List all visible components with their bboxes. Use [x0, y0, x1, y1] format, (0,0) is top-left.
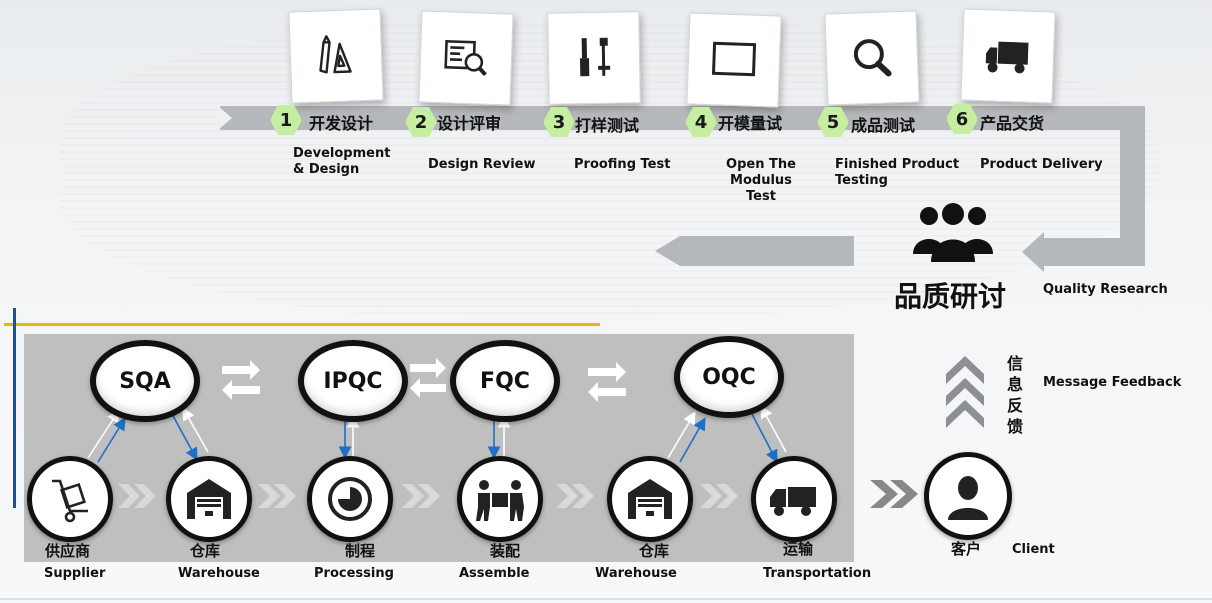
- step-2-card: [418, 10, 514, 106]
- step-4-card: [686, 12, 782, 108]
- transportation-label-en: Transportation: [763, 566, 872, 581]
- step-2-badge: 2: [405, 106, 437, 138]
- step-1-badge: 1: [270, 104, 302, 136]
- feedback-arrow-bar: [680, 236, 854, 266]
- sqa-node: SQA: [90, 340, 200, 422]
- step-2-title: 设计评审: [437, 114, 502, 133]
- track-return-arrow: [1022, 232, 1044, 272]
- step-4-subtitle: Open The Modulus Test: [726, 157, 796, 204]
- magnifier-icon: [853, 39, 892, 77]
- feedback-up-chevrons-icon: [946, 356, 984, 428]
- track-return-segment: [1040, 238, 1145, 266]
- quality-research-title: 品质研讨: [894, 280, 1007, 313]
- tools-icon: [580, 37, 611, 77]
- step-1-card: [288, 8, 384, 104]
- supplier-node: [27, 456, 113, 542]
- warehouse-node-1: [166, 456, 252, 542]
- feedback-arrow-head: [655, 236, 680, 266]
- warehouse-2-label-en: Warehouse: [595, 566, 677, 581]
- hand-truck-icon: [52, 479, 88, 523]
- step-2-subtitle: Design Review: [428, 157, 536, 172]
- assemble-people-icon: [476, 480, 524, 521]
- transportation-label-cn: 运输: [783, 540, 814, 558]
- warehouse-icon: [187, 479, 231, 519]
- design-tools-icon: [319, 35, 352, 74]
- process-dial-icon: [328, 477, 372, 521]
- people-group-icon: [913, 203, 993, 262]
- bottom-border: [0, 598, 1212, 600]
- step-3-title: 打样测试: [575, 116, 640, 135]
- client-label-cn: 客户: [951, 540, 982, 558]
- transportation-node: [751, 456, 837, 542]
- step-5-card: [824, 10, 920, 106]
- accent-blue-line: [13, 308, 16, 508]
- step-3-subtitle: Proofing Test: [574, 157, 671, 172]
- step-5-subtitle: Finished Product Testing: [835, 157, 960, 188]
- step-1-title: 开发设计: [309, 114, 374, 133]
- supplier-label-en: Supplier: [44, 566, 106, 581]
- client-label-en: Client: [1012, 542, 1055, 557]
- client-node: [924, 452, 1012, 540]
- review-magnifier-icon: [444, 39, 487, 77]
- warehouse-1-label-cn: 仓库: [190, 542, 221, 560]
- processing-label-en: Processing: [314, 566, 394, 581]
- mold-frame-icon: [711, 41, 757, 77]
- step-6-subtitle: Product Delivery: [980, 157, 1103, 172]
- processing-label-cn: 制程: [345, 542, 376, 560]
- assemble-node: [457, 456, 543, 542]
- feedback-char: 馈: [1006, 417, 1023, 436]
- oqc-node: OQC: [674, 336, 784, 418]
- processing-node: [307, 456, 393, 542]
- warehouse-2-label-cn: 仓库: [639, 542, 670, 560]
- supplier-label-cn: 供应商: [45, 542, 91, 560]
- step-5-title: 成品测试: [851, 116, 916, 135]
- warehouse-1-label-en: Warehouse: [178, 566, 260, 581]
- accent-yellow-line: [4, 323, 600, 326]
- step-3-card: [547, 11, 641, 105]
- step-1-subtitle: Development & Design: [293, 146, 391, 177]
- process-track: [220, 106, 1145, 130]
- feedback-char: 反: [1006, 396, 1023, 415]
- feedback-char: 信: [1006, 354, 1023, 373]
- assemble-label-en: Assemble: [459, 566, 530, 581]
- message-feedback-vertical-text: 信 息 反 馈: [1006, 353, 1024, 437]
- quality-research-label: Quality Research: [1043, 282, 1168, 297]
- fqc-node: FQC: [450, 340, 560, 422]
- truck-icon: [985, 41, 1029, 74]
- message-feedback-label: Message Feedback: [1043, 375, 1182, 390]
- truck-icon: [770, 487, 816, 516]
- feedback-char: 息: [1006, 375, 1023, 394]
- warehouse-icon: [628, 479, 672, 519]
- step-4-title: 开模量试: [718, 114, 783, 133]
- step-6-title: 产品交货: [980, 114, 1045, 133]
- ipqc-node: IPQC: [298, 340, 408, 422]
- step-6-card: [960, 8, 1056, 104]
- track-tail: [218, 106, 232, 130]
- person-icon: [948, 476, 988, 520]
- assemble-label-cn: 装配: [490, 542, 521, 560]
- warehouse-node-2: [607, 456, 693, 542]
